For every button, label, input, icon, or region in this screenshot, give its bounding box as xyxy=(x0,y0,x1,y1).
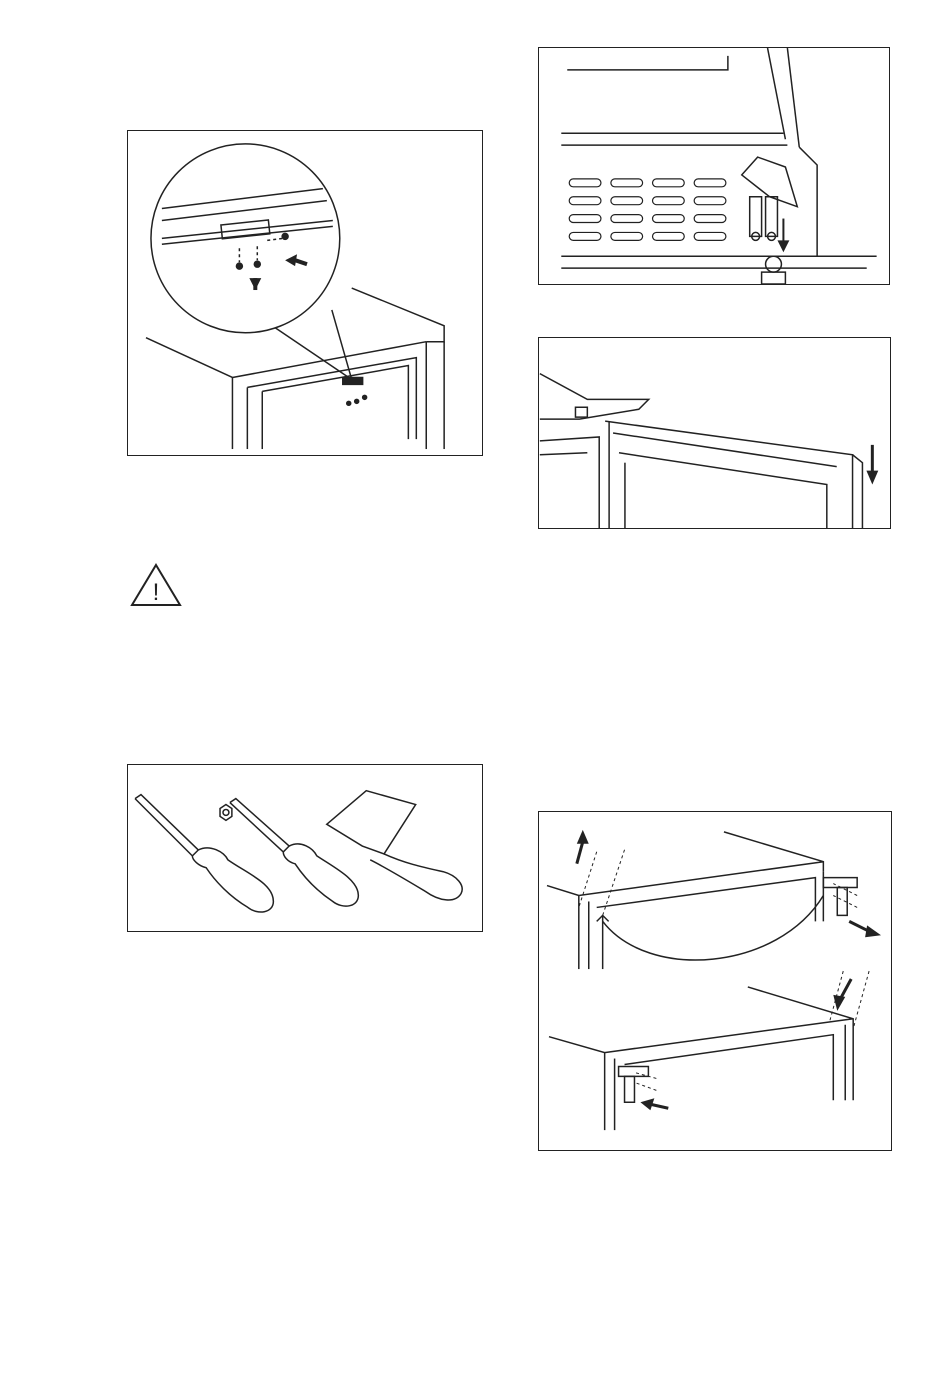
scraper-icon xyxy=(327,791,462,900)
figure-door-lowering xyxy=(538,337,891,529)
figure-hinge-bracket-detail xyxy=(127,130,483,456)
figure-hinge-reversal xyxy=(538,811,892,1151)
torx-bit-icon xyxy=(220,805,232,821)
tools-illustration xyxy=(128,765,482,931)
flat-screwdriver-icon xyxy=(135,795,273,912)
hinge-screws-illustration xyxy=(539,48,889,284)
warning-glyph: ! xyxy=(153,579,160,606)
hinge-reversal-illustration xyxy=(539,812,891,1150)
figure-tools xyxy=(127,764,483,932)
hinge-bracket-illustration xyxy=(128,131,482,455)
door-lowering-illustration xyxy=(539,338,890,528)
warning-triangle-icon: ! xyxy=(130,563,182,607)
magnifier-circle xyxy=(151,144,340,333)
figure-hinge-screws-bottom xyxy=(538,47,890,285)
